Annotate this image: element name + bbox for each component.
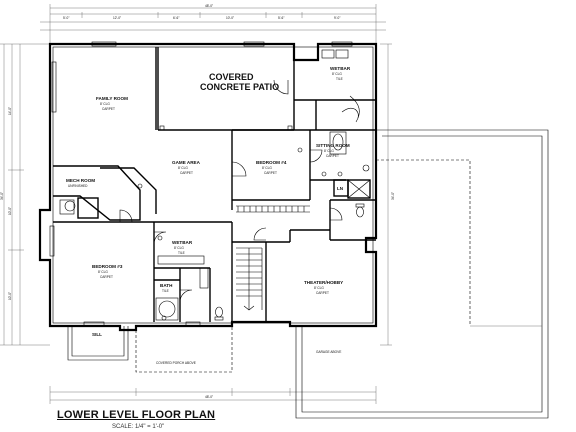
plan-scale: SCALE: 1/4" = 1'-0" (112, 424, 165, 430)
top-dim-seg-3: 6'-6" (173, 16, 179, 20)
room-theater-hobby: THEATER/HOBBY 8' CLG CARPET (304, 280, 343, 295)
door-swings (119, 79, 360, 303)
wetbar-upper-spec: 8' CLG (332, 72, 342, 76)
sill-inner-outline (71, 326, 125, 357)
covered-porch-label: COVERED PORCH ABOVE (156, 361, 196, 365)
wetbar-lower-label: WETBAR (172, 240, 193, 245)
sill-label: SILL (92, 332, 102, 337)
family-room-floor: CARPET (102, 107, 115, 111)
theater-hobby-spec: 8' CLG (314, 286, 324, 290)
sill-outline (67, 326, 129, 361)
bath-label: BATH (160, 283, 173, 288)
room-mech-room: MECH ROOM UNFINISHED (66, 178, 95, 188)
bedroom-4-label: BEDROOM #4 (256, 160, 287, 165)
bottom-dimension-lines (49, 386, 377, 404)
top-dimension-lines (40, 4, 386, 44)
bedroom-3-spec: 8' CLG (98, 270, 108, 274)
ln-label: LN (337, 186, 344, 191)
garage-above-outline (295, 129, 549, 419)
bedroom-3-floor: CARPET (100, 275, 113, 279)
covered-patio-label-1: COVERED (209, 72, 254, 82)
game-area-floor: CARPET (180, 171, 193, 175)
top-overall-dimension: 48'-0" (205, 4, 213, 8)
wetbar-upper-label: WETBAR (330, 66, 351, 71)
exterior-walls (38, 42, 378, 332)
top-dim-seg-2: 12'-0" (113, 16, 121, 20)
sitting-room-spec: 8' CLG (324, 149, 334, 153)
room-family-room: FAMILY ROOM 8' CLG CARPET (96, 96, 128, 111)
left-dim-seg-1: 14'-0" (8, 107, 12, 115)
right-dimension-lines (380, 43, 392, 346)
garage-above-label: GARAGE ABOVE (316, 350, 341, 354)
left-dimension-lines (0, 43, 50, 346)
theater-hobby-label: THEATER/HOBBY (304, 280, 343, 285)
top-dim-seg-4: 10'-0" (226, 16, 234, 20)
bottom-overall-dimension: 48'-0" (205, 395, 213, 399)
fixtures (59, 49, 370, 321)
windows (49, 41, 353, 327)
top-dim-seg-1: 5'-0" (63, 16, 69, 20)
game-area-spec: 8' CLG (178, 166, 188, 170)
theater-hobby-floor: CARPET (316, 291, 329, 295)
left-dim-seg-2: 10'-0" (8, 207, 12, 215)
right-overall-dimension: 34'-0" (391, 192, 395, 200)
room-bedroom-4: BEDROOM #4 8' CLG CARPET (256, 160, 287, 175)
game-area-label: GAME AREA (172, 160, 201, 165)
room-covered-patio: COVERED CONCRETE PATIO (200, 72, 279, 92)
exterior-wall-inner-line (52, 46, 374, 324)
wetbar-lower-spec: 8' CLG (174, 246, 184, 250)
left-dim-seg-3: 10'-0" (8, 292, 12, 300)
covered-porch-outline (135, 326, 233, 373)
wetbar-upper-floor: TILE (336, 77, 343, 81)
bedroom-3-label: BEDROOM #3 (92, 264, 123, 269)
staircase (236, 247, 263, 311)
interior-walls (53, 47, 376, 322)
mech-room-spec: UNFINISHED (68, 184, 88, 188)
mech-room-label: MECH ROOM (66, 178, 95, 183)
sitting-room-label: SITTING ROOM (316, 143, 350, 148)
room-bath: BATH TILE (160, 283, 173, 293)
family-room-spec: 8' CLG (100, 102, 110, 106)
room-bedroom-3: BEDROOM #3 8' CLG CARPET (92, 264, 123, 279)
plan-title: LOWER LEVEL FLOOR PLAN (57, 409, 216, 421)
room-sitting-room: SITTING ROOM 8' CLG CARPET (316, 143, 350, 158)
top-dim-seg-5: 5'-6" (278, 16, 284, 20)
bath-spec: TILE (162, 289, 169, 293)
room-wetbar-upper: WETBAR 8' CLG TILE (330, 66, 351, 81)
wetbar-lower-floor: TILE (178, 251, 185, 255)
room-wetbar-lower: WETBAR 8' CLG TILE (172, 240, 193, 255)
bedroom-4-spec: 8' CLG (262, 166, 272, 170)
top-dim-seg-6: 9'-0" (334, 16, 340, 20)
covered-patio-label-2: CONCRETE PATIO (200, 82, 279, 92)
room-game-area: GAME AREA 8' CLG CARPET (172, 160, 201, 175)
family-room-label: FAMILY ROOM (96, 96, 128, 101)
bedroom-4-floor: CARPET (264, 171, 277, 175)
sitting-room-floor: CARPET (326, 154, 339, 158)
left-overall-dimension: 34'-0" (0, 192, 4, 200)
